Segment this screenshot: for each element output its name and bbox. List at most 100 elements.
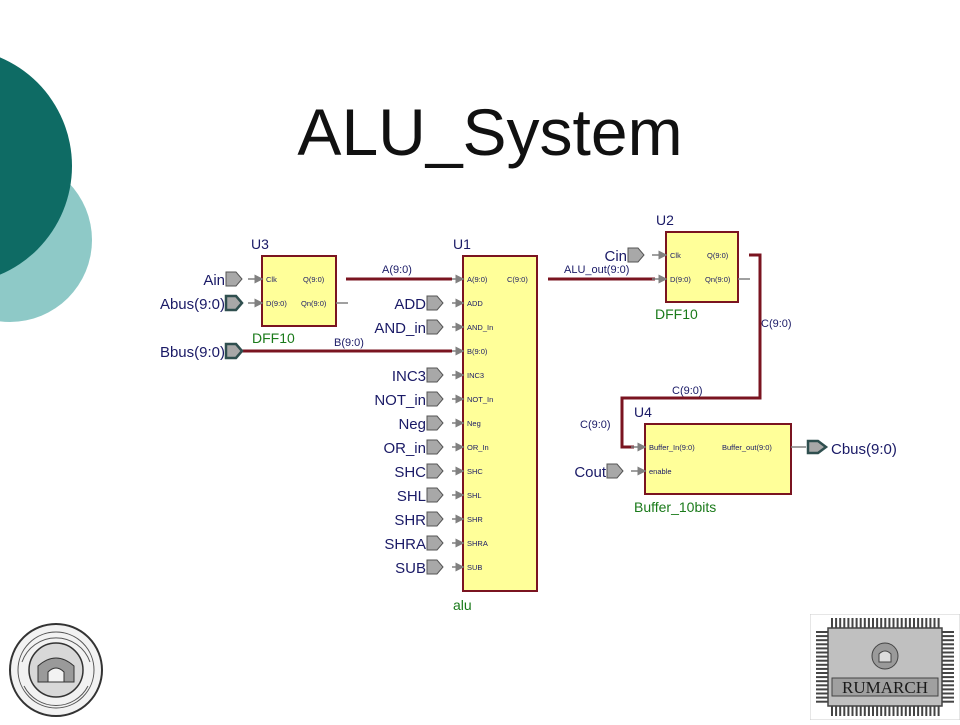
u1-ref: U1: [453, 236, 471, 252]
u1-pin-label: NOT_In: [467, 395, 493, 404]
chip-pin: [831, 618, 833, 628]
chip-pin: [929, 706, 932, 716]
chip-pin: [859, 618, 862, 628]
port-or-in[interactable]: OR_in: [383, 439, 444, 457]
port-cbus[interactable]: Cbus(9:0): [806, 439, 897, 458]
port-shr[interactable]: SHR: [394, 511, 444, 529]
wires: [240, 253, 762, 449]
u4-type: Buffer_10bits: [634, 499, 716, 515]
chip-pin: [942, 643, 954, 646]
u1-pins: A(9:0)ADDAND_InB(9:0)INC3NOT_InNegOR_InS…: [452, 274, 493, 572]
university-seal-icon: [9, 623, 103, 717]
port-label: SHR: [394, 512, 426, 529]
chip-pin: [816, 631, 828, 633]
port-shl[interactable]: SHL: [397, 487, 444, 505]
port-icon: [426, 559, 444, 575]
chip-pin: [863, 618, 866, 628]
block-u2[interactable]: U2 DFF10 Clk D(9:0) Q(9:0) Qn(9:0): [652, 212, 750, 322]
chip-pin: [942, 688, 954, 691]
port-neg[interactable]: Neg: [398, 415, 444, 433]
port-bbus[interactable]: Bbus(9:0): [160, 342, 244, 361]
port-abus[interactable]: Abus(9:0): [160, 294, 244, 313]
chip-pin: [904, 618, 907, 628]
u3-body: [261, 255, 337, 327]
port-icon: [426, 439, 444, 455]
chip-pin: [835, 706, 838, 716]
chip-pin: [816, 667, 828, 670]
chip-pin: [816, 680, 828, 683]
chip-pin: [855, 706, 858, 716]
block-u3[interactable]: U3 DFF10 Clk D(9:0) Q(9:0) Qn(9:0): [248, 236, 348, 346]
port-shra[interactable]: SHRA: [384, 535, 444, 553]
chip-pin: [942, 647, 954, 650]
u1-pin-label: SHRA: [467, 539, 488, 548]
chip-pin: [942, 696, 954, 699]
u4-pin-in: Buffer_In(9:0): [649, 443, 695, 452]
chip-pin: [816, 688, 828, 691]
chip-pin: [816, 643, 828, 646]
port-cout-icon: [606, 463, 624, 479]
chip-pins: [816, 618, 954, 716]
u4-ref: U4: [634, 404, 652, 420]
net-label-alu-out: ALU_out(9:0): [564, 264, 629, 276]
port-label: ADD: [394, 296, 426, 313]
chip-pin: [908, 706, 911, 716]
port-shc[interactable]: SHC: [394, 463, 444, 481]
chip-pin: [921, 706, 924, 716]
dark-teal-circle: [0, 57, 72, 275]
chip-pin: [900, 706, 903, 716]
chip-pin: [942, 655, 954, 658]
port-icon: [426, 391, 444, 407]
chip-pin: [816, 635, 828, 638]
chip-pin: [816, 672, 828, 674]
net-label-c-right: C(9:0): [761, 318, 792, 330]
u2-pin-q: Q(9:0): [707, 251, 729, 260]
chip-pin: [892, 618, 895, 628]
block-u1[interactable]: U1 alu A(9:0)ADDAND_InB(9:0)INC3NOT_InNe…: [452, 236, 538, 613]
u2-pin-d: D(9:0): [670, 275, 691, 284]
port-bbus-label: Bbus(9:0): [160, 344, 225, 361]
port-and-in[interactable]: AND_in: [374, 319, 444, 337]
u4-body: [644, 423, 792, 495]
port-add[interactable]: ADD: [394, 295, 444, 313]
net-label-b: B(9:0): [334, 337, 364, 349]
chip-pin: [942, 680, 954, 683]
chip-pin: [847, 618, 850, 628]
block-u4[interactable]: U4 Buffer_10bits Buffer_In(9:0) enable B…: [631, 404, 806, 515]
port-bbus-icon: [224, 342, 244, 360]
chip-pin: [816, 651, 828, 654]
port-icon: [426, 463, 444, 479]
chip-pin: [942, 639, 954, 642]
chip-pin: [917, 706, 920, 716]
chip-pin: [816, 655, 828, 658]
port-cin[interactable]: Cin: [604, 247, 645, 265]
chip-pin: [942, 631, 954, 633]
page-title: ALU_System: [297, 95, 683, 169]
chip-pin: [880, 706, 883, 716]
chip-pin: [933, 706, 936, 716]
chip-pin: [937, 618, 940, 628]
u4-pin-out: Buffer_out(9:0): [722, 443, 772, 452]
chip-pin: [917, 618, 920, 628]
port-cout[interactable]: Cout: [574, 463, 624, 481]
port-ain-label: Ain: [203, 272, 225, 289]
port-abus-icon: [224, 294, 244, 312]
u1-pin-label: SHL: [467, 491, 482, 500]
u1-pin-label: SHR: [467, 515, 483, 524]
chip-pin: [851, 706, 854, 716]
chip-pin: [942, 663, 954, 666]
port-not-in[interactable]: NOT_in: [374, 391, 444, 409]
chip-pin: [929, 618, 932, 628]
port-sub[interactable]: SUB: [395, 559, 444, 577]
port-inc3[interactable]: INC3: [392, 367, 444, 385]
chip-pin: [884, 706, 887, 716]
chip-pin: [942, 635, 954, 638]
port-icon: [426, 367, 444, 383]
port-ain[interactable]: Ain: [203, 271, 243, 289]
u1-pin-label: AND_In: [467, 323, 493, 332]
port-cout-label: Cout: [574, 464, 607, 481]
rumarch-chip-graphic: RUMARCH: [809, 613, 960, 721]
u3-pin-d: D(9:0): [266, 299, 287, 308]
chip-pin: [835, 618, 838, 628]
net-label-c-left: C(9:0): [580, 419, 611, 431]
